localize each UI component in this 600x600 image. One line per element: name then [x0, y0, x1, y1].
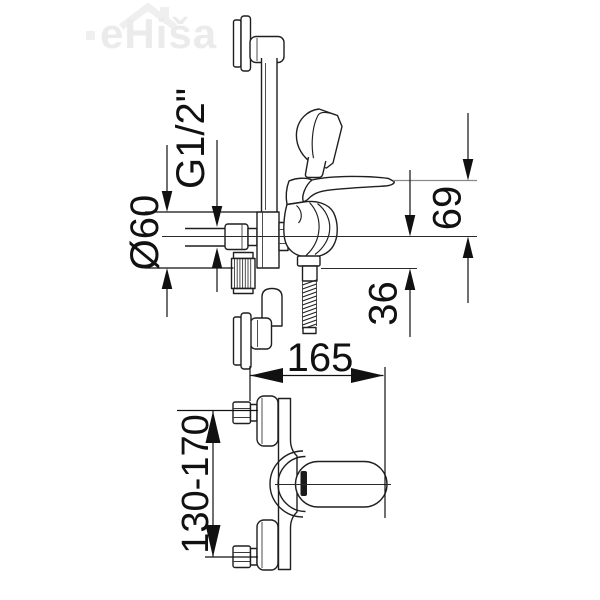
inlet-union-top: [232, 395, 279, 447]
rail-end-cap: [261, 287, 283, 327]
watermark-house-chimney-icon: [160, 7, 169, 20]
arrowhead-up-icon: [404, 268, 416, 290]
bracket-arm: [249, 317, 273, 350]
hose-end-cap: [302, 326, 317, 335]
brand-logo-mark: [300, 471, 307, 496]
top-view: [232, 395, 391, 571]
dim-axis-to-outlet: 36: [362, 170, 416, 337]
dim-flange-diameter: Ø60: [123, 145, 173, 317]
bracket-flange: [240, 312, 252, 370]
arrowhead-up-icon: [462, 236, 474, 258]
shower-rail: [260, 58, 278, 213]
dimensions-side-view: Ø60 G1/2" 69 36: [123, 88, 474, 337]
dim-thread-size: G1/2": [169, 88, 223, 292]
hose-ferrule: [301, 265, 318, 282]
hose-coils: [302, 279, 317, 330]
rail-body: [261, 58, 277, 213]
hand-shower-handle: [304, 156, 327, 179]
hose-nut: [296, 255, 321, 267]
mixer-side-view: [185, 175, 395, 335]
shower-hose: [296, 255, 321, 335]
dome-arc-outer: [269, 450, 304, 518]
watermark-house-roof-icon: [118, 2, 178, 30]
arrowhead-down-icon: [161, 191, 173, 212]
dim-label-axis-to-outlet: 36: [362, 281, 406, 326]
dim-label-projection: 165: [287, 336, 354, 380]
dim-projection: 165: [249, 336, 386, 518]
mixer-body-shell: [283, 200, 338, 258]
dim-inlet-spacing: 130-170: [175, 409, 258, 558]
wall-flange: [256, 395, 279, 447]
knob-knurled-body: [230, 257, 256, 290]
body-contour-2: [305, 202, 320, 256]
lever-handle-side: [302, 175, 395, 203]
hand-shower: [295, 108, 343, 179]
side-view: [162, 15, 477, 370]
bracket-flange: [240, 15, 252, 72]
bracket-back-plate: [232, 19, 242, 68]
wall-bracket-bottom: [232, 287, 283, 370]
arrowhead-right-icon: [351, 368, 384, 383]
hand-shower-face-edge: [311, 111, 338, 165]
knob-knurl-ribs: [234, 259, 252, 288]
dimensions-top-view: 165 130-170: [175, 336, 386, 558]
inlet-union-bottom: [232, 519, 279, 571]
dim-label-flange-diameter: Ø60: [123, 195, 167, 271]
dim-label-inlet-spacing: 130-170: [175, 414, 217, 553]
arrowhead-up-icon: [211, 247, 223, 269]
hand-shower-head: [295, 108, 343, 169]
arrowhead-left-icon: [250, 368, 283, 383]
union-stub: [249, 403, 258, 422]
arrowhead-down-icon: [462, 159, 474, 181]
dim-label-top-to-axis: 69: [426, 186, 470, 231]
arrowhead-down-icon: [404, 215, 416, 237]
watermark: eHiša: [86, 2, 217, 57]
dim-label-thread-size: G1/2": [169, 88, 213, 189]
dim-top-to-axis: 69: [426, 113, 474, 303]
knob-bottom-band: [232, 287, 254, 295]
body-contour-1: [314, 203, 331, 255]
arrowhead-down-icon: [211, 206, 223, 227]
wall-flange: [256, 519, 279, 571]
wall-flange-side: [256, 211, 280, 269]
knob-top-band: [232, 251, 254, 260]
watermark-text: eHiša: [100, 10, 217, 57]
watermark-dot: [86, 31, 95, 40]
union-nut: [232, 401, 252, 425]
body-contour-3: [296, 205, 302, 224]
arrowhead-up-icon: [161, 268, 173, 289]
arrowhead-down-icon: [205, 525, 221, 557]
diverter-knob: [230, 251, 256, 295]
arrowhead-up-icon: [205, 411, 221, 443]
